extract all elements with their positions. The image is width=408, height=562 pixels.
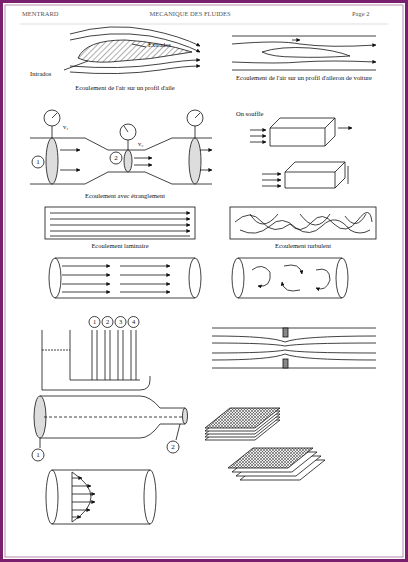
piezometer-figure: [42, 317, 150, 391]
laminar-figure: [45, 207, 195, 239]
figure-label: On souffle: [236, 110, 264, 117]
turbulent-figure: [230, 207, 376, 239]
blow-boxes-figure: [250, 118, 352, 188]
figure-label: MECANIQUE DES FLUIDES: [110, 10, 270, 17]
figure-label: Ecoulement turbulent: [230, 242, 376, 249]
callout-number: 1: [32, 450, 44, 460]
callout-number: 2: [102, 317, 113, 327]
venturi-figure: [30, 110, 212, 184]
figure-label: Ecoulement de l'air sur un profil d'aile…: [234, 74, 374, 81]
bottle-figure: [32, 396, 188, 461]
figure-label: Ecoulement de l'air sur un profil d'aile: [50, 84, 200, 91]
figure-label: v₁: [63, 123, 69, 130]
callout-number: 1: [32, 157, 44, 167]
pipe-laminar-figure: [49, 258, 201, 298]
callout-number: 1: [89, 317, 100, 327]
figure-label: Ecoulement laminaire: [45, 242, 195, 249]
figure-label: v₂: [138, 140, 144, 147]
figure-label: Extrados: [148, 41, 171, 48]
spoiler-figure: [232, 36, 376, 70]
plates-figure: [205, 408, 325, 480]
figure-label: Intrados: [30, 70, 51, 77]
page-header: MENTRARD: [22, 10, 58, 17]
callout-number: 2: [167, 442, 179, 452]
obstacle-streamlines-figure: [212, 328, 376, 368]
velocity-profile-figure: [46, 470, 156, 524]
wing-figure: [64, 27, 200, 74]
pipe-turbulent-figure: [232, 258, 348, 298]
callout-number: 3: [115, 317, 126, 327]
callout-number: 4: [128, 317, 139, 327]
callout-number: 2: [110, 153, 122, 163]
figure-label: Ecoulement avec étranglement: [50, 192, 200, 199]
page-frame-inner: [5, 5, 403, 557]
page-header: Page 2: [352, 10, 370, 17]
